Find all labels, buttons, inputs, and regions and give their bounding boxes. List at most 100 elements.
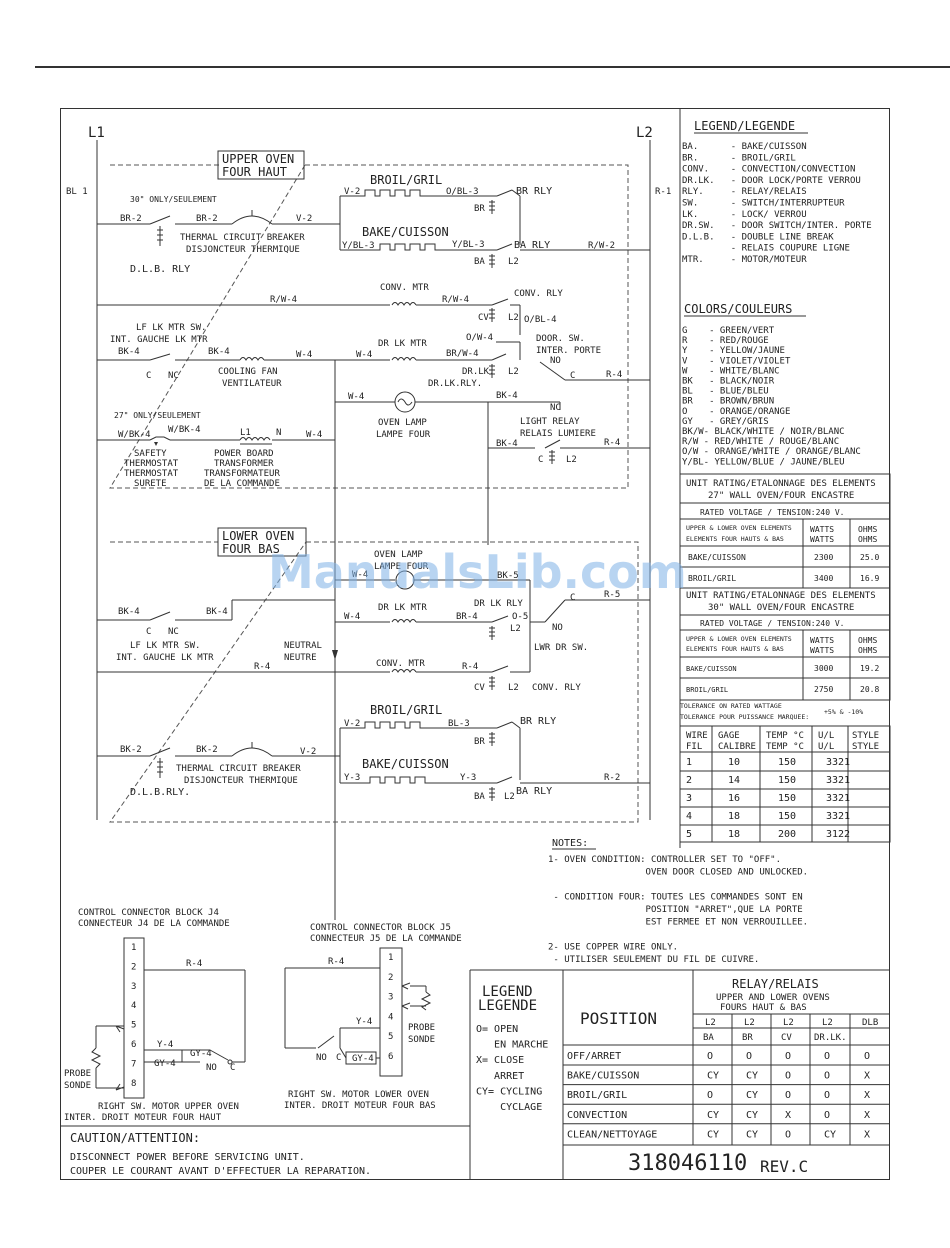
relay-legend-item: O= OPEN [476, 1024, 518, 1035]
relay-cell: O [864, 1051, 870, 1062]
svg-text:FOUR BAS: FOUR BAS [222, 542, 280, 556]
relay-cell: X [864, 1071, 870, 1082]
svg-text:THERMOSTAT: THERMOSTAT [124, 469, 179, 479]
svg-text:LIGHT RELAY: LIGHT RELAY [520, 417, 580, 427]
svg-text:R/W-4: R/W-4 [442, 295, 469, 305]
color-item: R - RED/ROUGE [682, 336, 769, 346]
svg-text:WATTS: WATTS [810, 646, 834, 655]
wire-table-header: STYLE [852, 731, 879, 741]
svg-text:WATTS: WATTS [810, 636, 834, 645]
relay-cell: CY [746, 1129, 758, 1140]
svg-text:LAMPE FOUR: LAMPE FOUR [376, 430, 431, 440]
color-item: Y - YELLOW/JAUNE [682, 346, 785, 356]
svg-text:OHMS: OHMS [858, 535, 877, 544]
svg-text:INT. GAUCHE LK MTR: INT. GAUCHE LK MTR [116, 653, 214, 663]
wire-table-header: U/L [818, 731, 834, 741]
svg-text:NEUTRAL: NEUTRAL [284, 641, 322, 651]
svg-text:BROIL/GRIL: BROIL/GRIL [688, 574, 736, 583]
wire-table-cell: 150 [778, 793, 796, 804]
svg-text:R-2: R-2 [604, 773, 620, 783]
svg-text:NO: NO [552, 623, 563, 633]
svg-text:CONV. RLY: CONV. RLY [514, 289, 563, 299]
wire-table-cell: 14 [728, 775, 740, 786]
tolerance-note: TOLERANCE ON RATED WATTAGE TOLERANCE POU… [680, 702, 863, 721]
svg-text:3000: 3000 [814, 664, 833, 673]
relay-cell: X [785, 1110, 791, 1121]
svg-text:R-4: R-4 [606, 370, 622, 380]
svg-text:CV: CV [474, 683, 485, 693]
upper-lamp-circuit: W-4 OVEN LAMP LAMPE FOUR BK-4 NC LIGHT R… [334, 360, 650, 920]
wire-table-header: STYLE [852, 742, 879, 752]
svg-text:19.2: 19.2 [860, 664, 879, 673]
svg-text:THERMAL CIRCUIT BREAKER: THERMAL CIRCUIT BREAKER [180, 233, 305, 243]
wire-table-header: FIL [686, 742, 702, 752]
j5-pin: 5 [388, 1032, 393, 1042]
svg-text:BR RLY: BR RLY [516, 186, 552, 197]
svg-text:C: C [146, 371, 151, 381]
lower-lamp-circuit: OVEN LAMP LAMPE FOUR W-4 BK-5 [335, 550, 531, 630]
svg-text:318046110: 318046110 [628, 1151, 747, 1176]
svg-text:L2: L2 [508, 257, 519, 267]
svg-text:LF LK MTR SW.: LF LK MTR SW. [130, 641, 200, 651]
color-item: Y/BL- YELLOW/BLUE / JAUNE/BLEU [682, 457, 845, 467]
svg-text:Y/BL-3: Y/BL-3 [342, 241, 375, 251]
svg-text:DR LK MTR: DR LK MTR [378, 603, 427, 613]
svg-text:V-2: V-2 [344, 719, 360, 729]
svg-text:POWER BOARD: POWER BOARD [214, 449, 274, 459]
legend-title: LEGEND/LEGENDE [694, 119, 795, 133]
svg-text:ELEMENTS FOUR HAUTS & BAS: ELEMENTS FOUR HAUTS & BAS [686, 645, 784, 653]
svg-text:TOLERANCE ON RATED WATTAGE: TOLERANCE ON RATED WATTAGE [680, 702, 782, 710]
note-line: POSITION "ARRET",QUE LA PORTE [548, 905, 803, 915]
lower-bake-element [340, 776, 450, 784]
svg-text:L2: L2 [508, 313, 519, 323]
svg-text:BAKE/CUISSON: BAKE/CUISSON [688, 553, 746, 562]
upper-oven-title-2: FOUR HAUT [222, 165, 287, 179]
upper-only30: 30" ONLY/SEULEMENT [130, 195, 217, 204]
color-item: BR - BROWN/BRUN [682, 397, 774, 407]
svg-text:GY-4: GY-4 [352, 1054, 374, 1064]
svg-text:RATED VOLTAGE / TENSION:240 V.: RATED VOLTAGE / TENSION:240 V. [700, 508, 845, 517]
svg-text:W-4: W-4 [356, 350, 372, 360]
lower-broil-element [340, 721, 440, 729]
upper-broil-circuit: 30" ONLY/SEULEMENT BROIL/GRIL V-2 O/BL-3… [130, 173, 552, 245]
svg-text:L2: L2 [504, 792, 515, 802]
svg-text:25.0: 25.0 [860, 553, 879, 562]
top-rule [35, 66, 950, 68]
l2-label: L2 [636, 125, 653, 141]
svg-text:C: C [538, 455, 543, 465]
svg-text:RIGHT SW. MOTOR LOWER OVEN: RIGHT SW. MOTOR LOWER OVEN [288, 1090, 429, 1100]
svg-text:BK-4: BK-4 [496, 391, 518, 401]
wire-table-cell: 4 [686, 811, 692, 822]
svg-text:OVEN LAMP: OVEN LAMP [374, 550, 423, 560]
relay-row-position: BROIL/GRIL [567, 1090, 627, 1101]
wire-table-cell: 3321 [826, 775, 850, 786]
upper-bake-element [340, 243, 450, 251]
relay-row-position: CONVECTION [567, 1110, 627, 1121]
wire-table-header: TEMP °C [766, 731, 804, 741]
j4-connector: CONTROL CONNECTOR BLOCK J4 CONNECTEUR J4… [64, 908, 246, 1123]
j4-pin: 1 [131, 943, 136, 953]
svg-text:LEGEND: LEGEND [482, 984, 533, 1000]
legend-item: BA. - BAKE/CUISSON [682, 142, 807, 152]
wire-table-cell: 200 [778, 829, 796, 840]
upper-oven-box [217, 150, 305, 180]
svg-text:NO: NO [316, 1053, 327, 1063]
svg-text:BROIL/GRIL: BROIL/GRIL [686, 686, 728, 694]
wire-table-cell: 3321 [826, 793, 850, 804]
legend-item: LK. - LOCK/ VERROU [682, 210, 807, 220]
color-item: BL - BLUE/BLEU [682, 387, 769, 397]
svg-text:VENTILATEUR: VENTILATEUR [222, 379, 282, 389]
svg-text:TRANSFORMATEUR: TRANSFORMATEUR [204, 469, 280, 479]
svg-text:CONTROL CONNECTOR BLOCK J5: CONTROL CONNECTOR BLOCK J5 [310, 923, 451, 933]
svg-text:CAUTION/ATTENTION:: CAUTION/ATTENTION: [70, 1131, 200, 1145]
wire-table-cell: 3321 [826, 811, 850, 822]
legend-item: D.L.B. - DOUBLE LINE BREAK [682, 232, 834, 242]
wire-table-cell: 3 [686, 793, 692, 804]
j5-pin: 3 [388, 993, 393, 1003]
j5-pin: 4 [388, 1012, 393, 1022]
color-item: V - VIOLET/VIOLET [682, 356, 791, 366]
bus-lines: L1 L2 BL 1 R-1 [66, 125, 671, 820]
relay-cell: O [746, 1051, 752, 1062]
part-number: 318046110 REV.C [628, 1151, 808, 1176]
